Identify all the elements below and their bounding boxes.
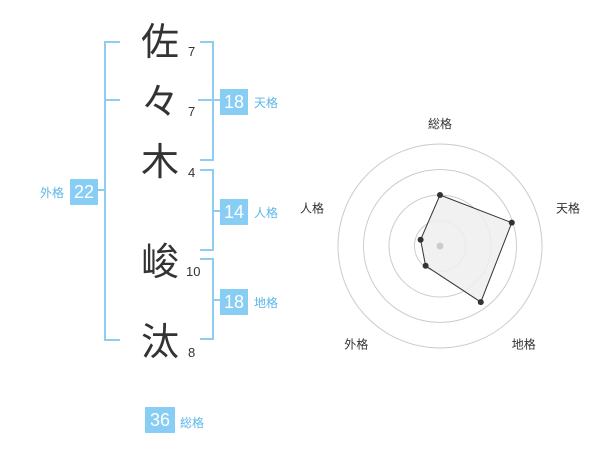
name-char-4: 峻 — [140, 240, 179, 284]
name-char-5: 汰 — [140, 320, 179, 364]
radar-grid-ring — [337, 143, 543, 349]
tenkaku-value: 18 — [220, 89, 248, 115]
radar-point-4 — [422, 262, 429, 269]
gaikaku-label: 外格 — [40, 186, 65, 200]
tenkaku-bracket-connector — [212, 99, 222, 101]
radar-axis-label-3: 地格 — [512, 337, 536, 352]
jinkaku-label: 人格 — [254, 206, 279, 220]
name-char-3: 木 — [140, 140, 179, 184]
tenkaku-label: 天格 — [254, 96, 279, 110]
radar-axis-label-5: 人格 — [300, 200, 324, 215]
radar-points — [417, 192, 515, 306]
gaikaku-bracket-connector — [96, 189, 106, 191]
soukaku-value: 36 — [145, 407, 175, 433]
radar-point-5 — [417, 236, 424, 243]
radar-grid-ring — [363, 169, 517, 323]
radar-point-3 — [477, 299, 484, 306]
gaikaku-value: 22 — [70, 179, 98, 205]
gaikaku-bracket — [104, 41, 120, 341]
chikaku-label: 地格 — [254, 296, 279, 310]
radar-point-2 — [508, 219, 515, 226]
stroke-count-2: 7 — [188, 104, 196, 119]
chikaku-bracket-connector — [212, 299, 222, 301]
stroke-count-4: 10 — [186, 264, 201, 279]
tenkaku-bracket — [200, 41, 214, 161]
stroke-count-1: 7 — [188, 44, 196, 59]
radar-point-1 — [437, 192, 443, 198]
tenkaku-bracket-tick — [198, 99, 214, 101]
radar-axis-label-2: 天格 — [556, 200, 580, 215]
stroke-count-5: 8 — [188, 345, 196, 360]
soukaku-label: 総格 — [180, 416, 205, 430]
jinkaku-bracket-connector — [212, 210, 222, 212]
radar-axis-label-4: 外格 — [344, 337, 368, 352]
chikaku-value: 18 — [220, 289, 248, 315]
gaikaku-bracket-tick — [104, 99, 120, 101]
radar-area — [420, 194, 513, 303]
radar-axis-label-1: 総格 — [428, 116, 452, 131]
name-char-2: 々 — [140, 80, 179, 124]
jinkaku-value: 14 — [220, 199, 248, 225]
name-char-1: 佐 — [140, 20, 179, 64]
radar-center-dot — [436, 242, 444, 250]
stroke-count-3: 4 — [188, 165, 196, 180]
